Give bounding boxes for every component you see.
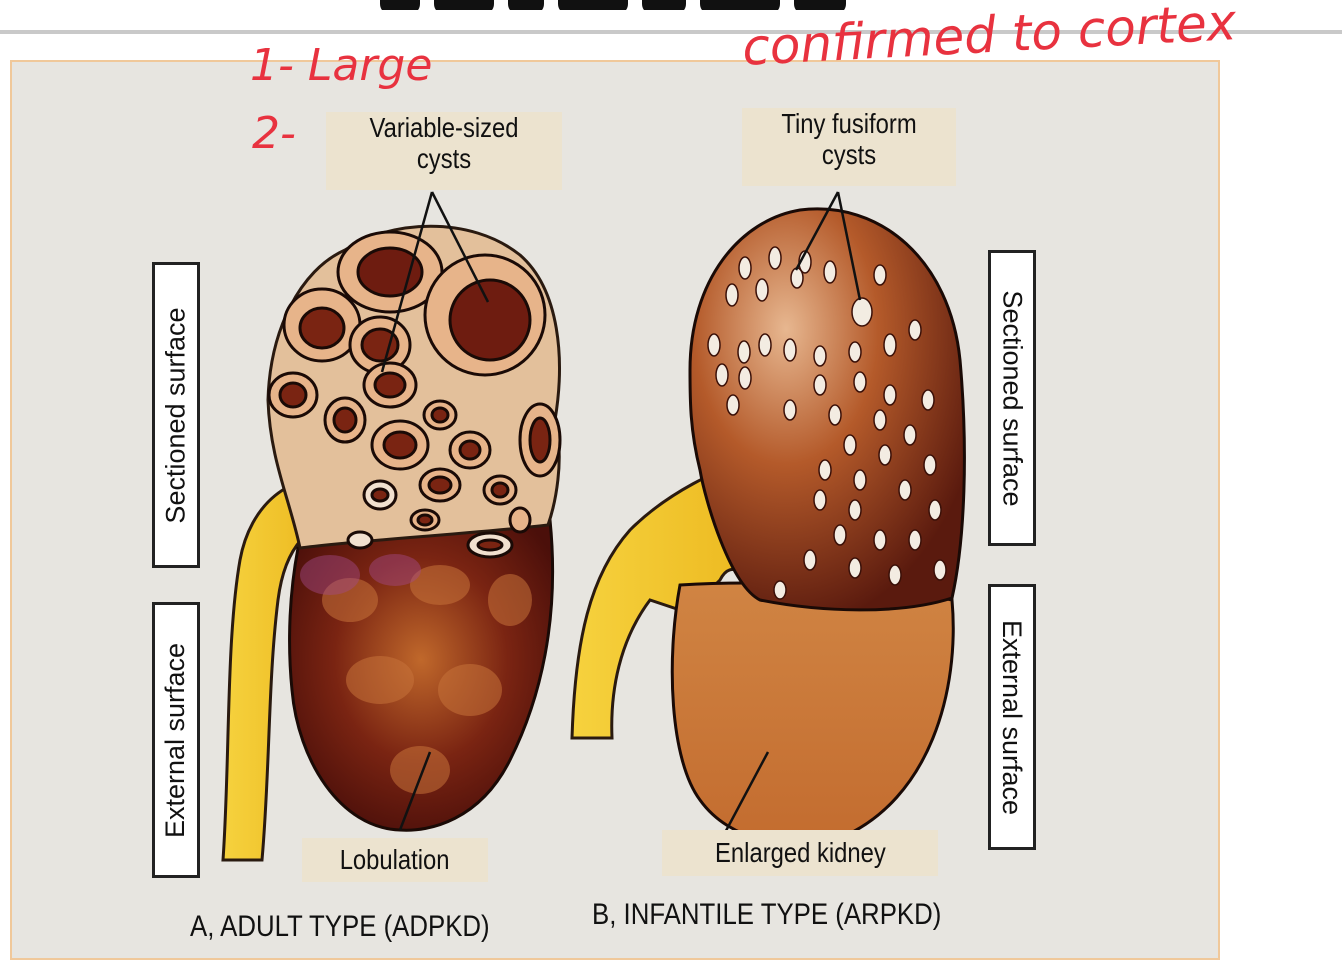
tiny-fusiform-line2: cysts [758,139,940,170]
left-external-surface-label: External surface [152,602,200,878]
adult-kidney [223,192,560,860]
variable-sized-cysts-label: Variable-sized cysts [326,112,562,190]
right-external-text: External surface [997,619,1028,814]
lobulation-text: Lobulation [340,838,450,882]
caption-adult-type: A, ADULT TYPE (ADPKD) [190,910,490,944]
lobulation-label: Lobulation [302,838,488,882]
enlarged-kidney-text: Enlarged kidney [715,830,886,876]
handwritten-two: 2- [252,108,296,159]
variable-sized-line1: Variable-sized [344,112,545,143]
handwritten-large: 1- Large [250,40,432,91]
caption-infantile-type: B, INFANTILE TYPE (ARPKD) [592,898,941,932]
infantile-kidney [572,192,964,844]
variable-sized-line2: cysts [344,143,545,174]
left-external-text: External surface [161,642,192,837]
enlarged-kidney-label: Enlarged kidney [662,830,938,876]
infantile-external-surface [672,583,953,844]
right-external-surface-label: External surface [988,584,1036,850]
right-sectioned-text: Sectioned surface [997,290,1028,506]
right-sectioned-surface-label: Sectioned surface [988,250,1036,546]
tiny-fusiform-cysts-label: Tiny fusiform cysts [742,108,956,186]
left-sectioned-surface-label: Sectioned surface [152,262,200,568]
left-sectioned-text: Sectioned surface [161,307,192,523]
tiny-fusiform-line1: Tiny fusiform [758,108,940,139]
